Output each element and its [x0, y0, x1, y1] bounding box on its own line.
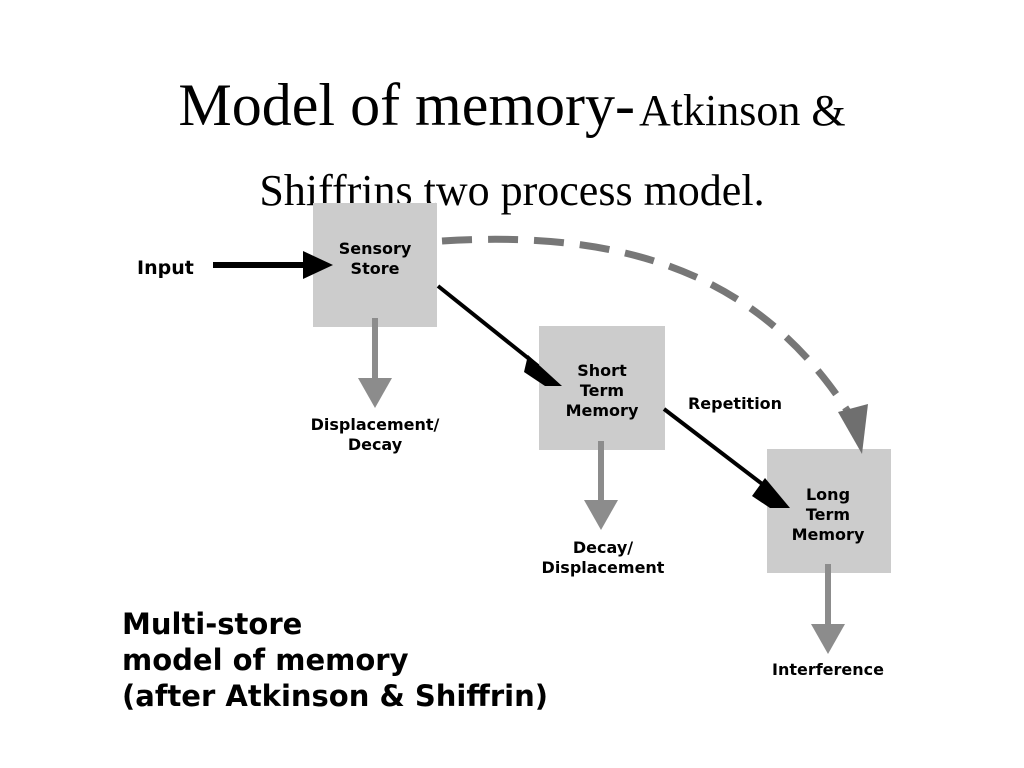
stm-loss-arrow-head [584, 500, 618, 530]
caption-line3: (after Atkinson & Shiffrin) [122, 679, 548, 713]
sensory-to-stm-arrow-head [524, 355, 562, 386]
ltm-label-line1: Long [806, 485, 850, 504]
dashed-bypass-arrow [441, 235, 855, 420]
stm-to-ltm-arrow-head [752, 478, 790, 508]
ltm-loss-label: Interference [772, 660, 884, 679]
caption-line1: Multi-store [122, 607, 303, 641]
ltm-label-line3: Memory [792, 525, 865, 544]
sensory-store-box [313, 203, 437, 327]
sensory-loss-arrow-head [358, 378, 392, 408]
stm-loss-label-line1: Decay/ [573, 538, 633, 557]
short-term-memory-box [539, 326, 665, 450]
caption-line2: model of memory [122, 643, 409, 677]
sensory-to-stm-arrow [436, 284, 540, 368]
stm-loss-label-line2: Displacement [542, 558, 665, 577]
title-sub-line1: Atkinson & [638, 86, 846, 135]
diagram-caption: Multi-store model of memory (after Atkin… [122, 606, 548, 714]
input-arrow-head [303, 251, 333, 279]
input-label: Input [137, 257, 194, 279]
stm-label-line3: Memory [566, 401, 639, 420]
title-main: Model of memory- [178, 72, 635, 138]
sensory-loss-label-line2: Decay [348, 435, 403, 454]
stm-label-line2: Term [580, 381, 624, 400]
sensory-store-label-line2: Store [351, 259, 400, 278]
stm-to-ltm-arrow [662, 407, 772, 492]
dashed-arrow-head [838, 404, 868, 454]
sensory-loss-label-line1: Displacement/ [311, 415, 440, 434]
repetition-label: Repetition [688, 394, 782, 413]
slide-title: Model of memory- Atkinson & Shiffrins tw… [0, 70, 1024, 226]
ltm-loss-arrow-head [811, 624, 845, 654]
long-term-memory-box [767, 449, 891, 573]
sensory-store-label-line1: Sensory [339, 239, 412, 258]
stm-label-line1: Short [577, 361, 627, 380]
ltm-label-line2: Term [806, 505, 850, 524]
